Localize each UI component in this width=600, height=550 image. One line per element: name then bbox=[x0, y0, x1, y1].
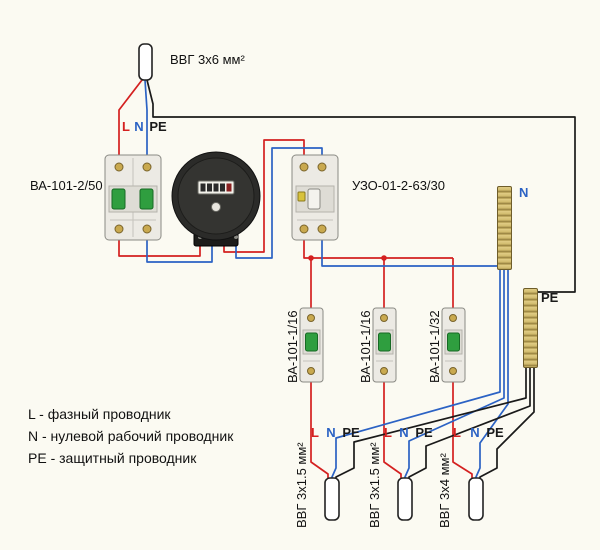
incoming-cable-label: ВВГ 3х6 мм² bbox=[170, 52, 245, 67]
earth-wire-top-run bbox=[146, 79, 576, 293]
top-l-label: L bbox=[122, 119, 130, 134]
pe-bus-label: PE bbox=[541, 290, 559, 305]
circuit-2-breaker-label: ВА-101-1/16 bbox=[358, 310, 373, 383]
legend-line-neutral: N - нулевой рабочий проводник bbox=[28, 428, 234, 444]
meter-device bbox=[171, 151, 261, 247]
circuit-1-n-label: N bbox=[326, 425, 335, 440]
circuit-2-cable-label: ВВГ 3х1.5 мм² bbox=[367, 442, 382, 528]
breaker-toggle bbox=[139, 188, 154, 210]
main-breaker-label: ВА-101-2/50 bbox=[30, 178, 103, 193]
rcd-device bbox=[291, 154, 339, 241]
outgoing-cable-3 bbox=[468, 477, 484, 521]
legend-line-earth: PE - защитный проводник bbox=[28, 450, 197, 466]
circuit-3-pe-label: PE bbox=[486, 425, 504, 440]
junction-dot bbox=[381, 255, 387, 261]
neutral-bus-bar bbox=[497, 186, 512, 270]
meter-dial bbox=[211, 202, 221, 212]
circuit-1-breaker-label: ВА-101-1/16 bbox=[285, 310, 300, 383]
neutral-wire-meter-to-rcd bbox=[235, 147, 323, 259]
legend-line-phase: L - фазный проводник bbox=[28, 406, 171, 422]
circuit-breaker-1 bbox=[299, 307, 324, 383]
rcd-test-button bbox=[297, 191, 306, 202]
top-pe-label: PE bbox=[149, 119, 167, 134]
circuit-1-l-label: L bbox=[311, 425, 319, 440]
outgoing-cable-1 bbox=[324, 477, 340, 521]
circuit-3-breaker-label: ВА-101-1/32 bbox=[427, 310, 442, 383]
circuit-2-pe-label: PE bbox=[415, 425, 433, 440]
circuit-3-n-label: N bbox=[470, 425, 479, 440]
circuit-1-pe-label: PE bbox=[342, 425, 360, 440]
outgoing-cable-2 bbox=[397, 477, 413, 521]
earth-bus-bar bbox=[523, 288, 538, 368]
rcd-label: УЗО-01-2-63/30 bbox=[352, 178, 445, 193]
circuit-breaker-2 bbox=[372, 307, 397, 383]
top-n-label: N bbox=[134, 119, 143, 134]
rcd-toggle bbox=[307, 188, 321, 210]
phase-bus-wire bbox=[303, 240, 453, 259]
phase-wire-meter-to-rcd bbox=[223, 139, 305, 253]
circuit-3-cable-label: ВВГ 3х4 мм² bbox=[437, 453, 452, 528]
circuit-2-n-label: N bbox=[399, 425, 408, 440]
incoming-cable bbox=[138, 43, 153, 81]
breaker-toggle bbox=[111, 188, 126, 210]
junction-dot bbox=[308, 255, 314, 261]
earth-wires bbox=[146, 79, 576, 483]
phase-wires bbox=[118, 79, 473, 483]
phase-wire-incoming bbox=[118, 79, 143, 155]
phase-wire-breaker-to-meter bbox=[118, 240, 201, 257]
circuit-breaker-3 bbox=[441, 307, 466, 383]
main-breaker-device bbox=[104, 154, 162, 241]
n-bus-label: N bbox=[519, 185, 528, 200]
neutral-wire-rcd-to-bus bbox=[321, 240, 497, 267]
circuit-2-l-label: L bbox=[384, 425, 392, 440]
circuit-3-l-label: L bbox=[453, 425, 461, 440]
neutral-wire-breaker-to-meter bbox=[146, 240, 213, 263]
neutral-wire-incoming bbox=[144, 79, 148, 155]
circuit-1-cable-label: ВВГ 3х1.5 мм² bbox=[294, 442, 309, 528]
